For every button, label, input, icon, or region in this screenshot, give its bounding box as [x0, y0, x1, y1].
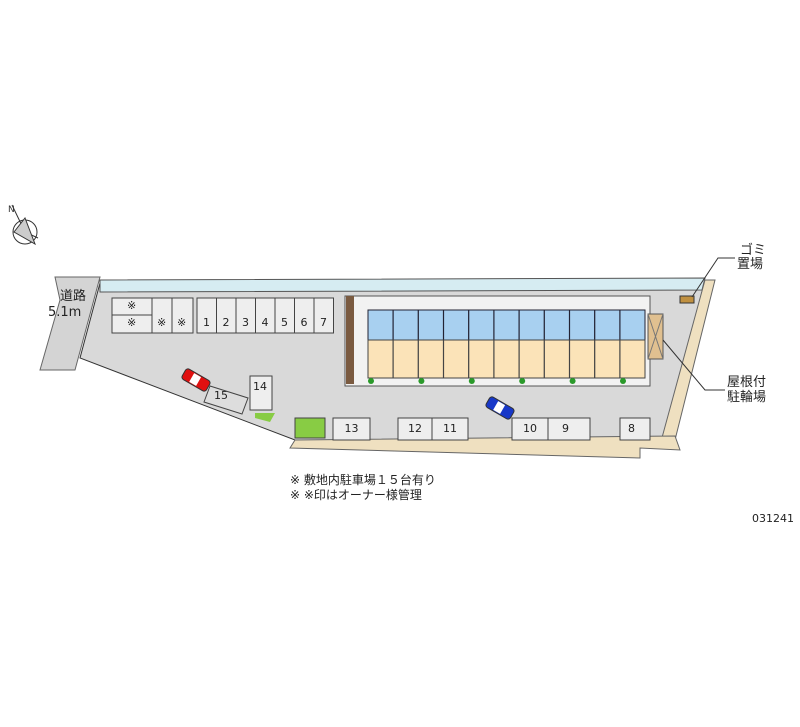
- owner-mark: ※: [157, 316, 167, 329]
- unit-floor: [417, 339, 444, 379]
- parking-slot-15: [203, 385, 249, 415]
- building-wall: [346, 296, 354, 384]
- unit-upper: [619, 309, 646, 341]
- slot-label-9: 9: [562, 422, 569, 435]
- planting: [294, 417, 326, 439]
- unit-floor: [367, 339, 394, 379]
- slot-label-3: 3: [242, 316, 249, 329]
- parking-slot-14: [249, 375, 273, 411]
- unit-upper: [543, 309, 570, 341]
- shrub: [519, 378, 526, 384]
- slot-label-11: 11: [443, 422, 457, 435]
- unit-floor: [543, 339, 570, 379]
- note-owner-managed: ※ ※印はオーナー様管理: [290, 488, 422, 502]
- building-units: [367, 309, 646, 384]
- slot-label-7: 7: [320, 316, 327, 329]
- slot-label-14: 14: [253, 380, 267, 393]
- car-blue: [485, 396, 515, 420]
- parking-slot-11: [431, 417, 469, 441]
- garbage-label-1: ゴミ: [740, 243, 767, 258]
- road-name: 道路: [60, 289, 87, 304]
- slot-label-15: 15: [214, 389, 228, 402]
- shrub: [468, 378, 475, 384]
- unit-upper: [367, 309, 394, 341]
- parking-slot-7: [313, 297, 334, 334]
- unit-floor: [619, 339, 646, 379]
- parking-slot-8: [619, 417, 651, 441]
- unit-upper: [443, 309, 470, 341]
- parking-top-row: [111, 297, 334, 334]
- slot-label-4: 4: [261, 316, 269, 329]
- parking-slot-13: [332, 417, 371, 441]
- shrub: [569, 378, 576, 384]
- planting: [255, 413, 275, 422]
- unit-floor: [594, 339, 621, 379]
- garbage-area: [679, 295, 695, 304]
- unit-floor: [443, 339, 470, 379]
- slot-label-8: 8: [628, 422, 635, 435]
- shrub: [418, 378, 425, 384]
- slot-label-5: 5: [281, 316, 288, 329]
- slot-label-2: 2: [222, 316, 230, 329]
- unit-upper: [518, 309, 545, 341]
- unit-upper: [468, 309, 495, 341]
- unit-upper: [392, 309, 419, 341]
- owner-mark: ※: [127, 316, 137, 329]
- unit-floor: [569, 339, 596, 379]
- slot-label-6: 6: [300, 316, 308, 329]
- slot-label-12: 12: [408, 422, 422, 435]
- unit-floor: [518, 339, 545, 379]
- road-width: 5.1m: [48, 305, 82, 320]
- unit-upper: [569, 309, 596, 341]
- leader-garbage: [691, 257, 735, 298]
- bicycle-label-2: 駐輪場: [727, 390, 767, 405]
- note-parking-count: ※ 敷地内駐車場１５台有り: [290, 473, 436, 487]
- slot-label-1: 1: [203, 316, 210, 329]
- map-code: 031241: [752, 512, 794, 525]
- shrub: [368, 378, 374, 384]
- parking-bottom-row: [332, 417, 651, 441]
- garbage-label-2: 置場: [737, 257, 764, 272]
- unit-floor: [468, 339, 495, 379]
- unit-floor: [392, 339, 419, 379]
- bicycle-label-1: 屋根付: [727, 375, 767, 390]
- slot-label-13: 13: [344, 422, 359, 435]
- unit-upper: [417, 309, 444, 341]
- owner-mark: ※: [127, 299, 137, 312]
- car-red: [181, 368, 211, 392]
- parking-slot-9: [547, 417, 591, 441]
- shrub: [620, 378, 626, 384]
- top-strip: [99, 277, 706, 293]
- unit-upper: [493, 309, 520, 341]
- unit-floor: [493, 339, 520, 379]
- bottom-path: [289, 435, 681, 459]
- compass-icon: N: [8, 204, 39, 246]
- leader-bicycle: [662, 339, 725, 391]
- owner-mark: ※: [177, 316, 187, 329]
- road: [39, 276, 101, 371]
- svg-text:N: N: [8, 205, 15, 215]
- slot-label-10: 10: [523, 422, 537, 435]
- unit-upper: [594, 309, 621, 341]
